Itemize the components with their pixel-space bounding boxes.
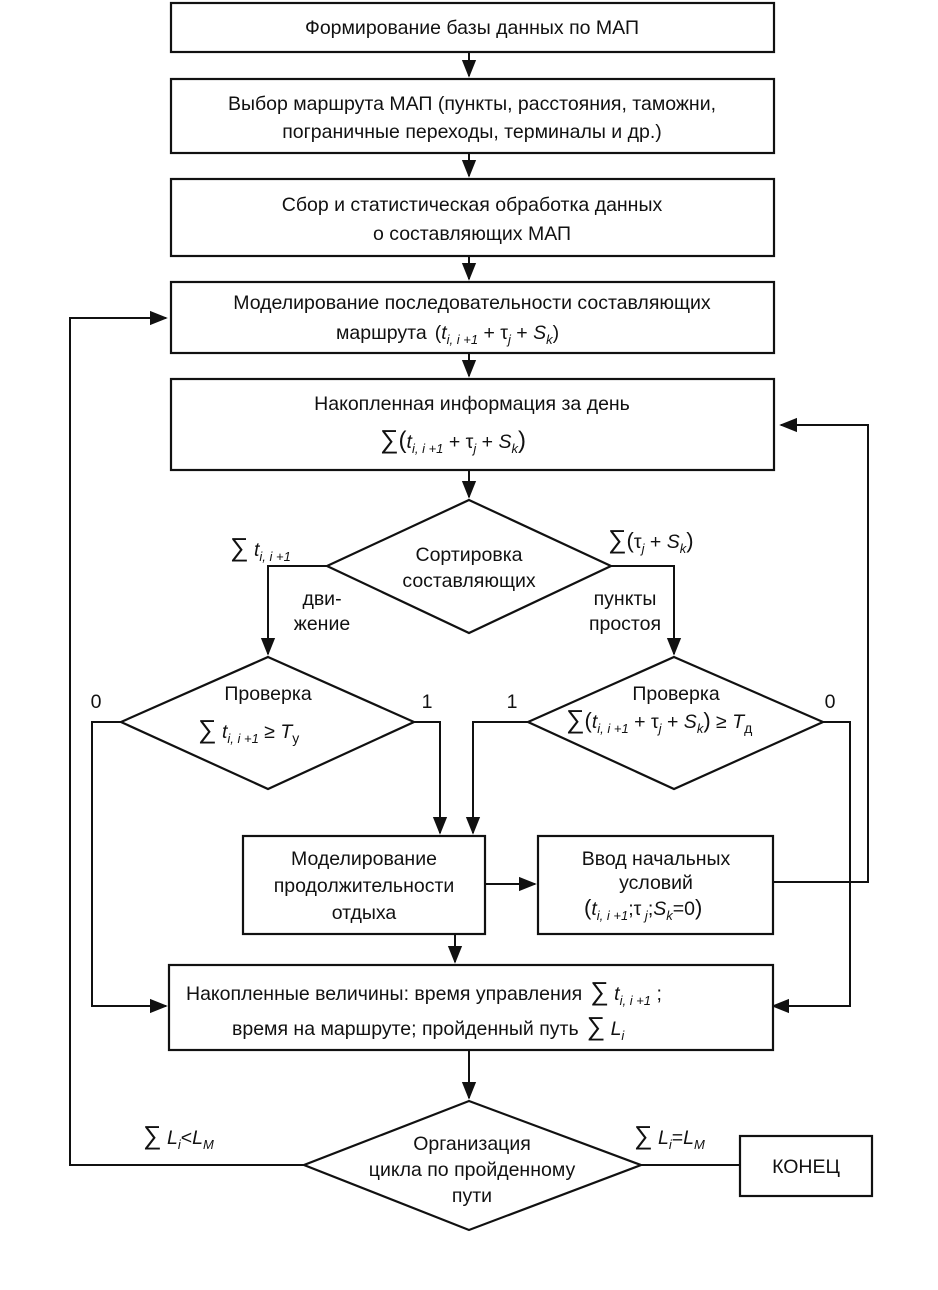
edge-sort-to-check-right [611,565,682,656]
label-left-no: 0 [91,691,102,713]
edge-sort-to-check-left [260,565,327,656]
node-db-formation: Формирование базы данных по МАП [169,1,776,54]
node-data-collect-line2: о составляющих МАП [373,223,571,245]
node-init-input: Ввод начальных условий (ti, i +1;τ j;Sk=… [536,834,775,936]
node-check-right: Проверка ∑(ti, i +1 + τj + Sk) ≥ Tд [525,655,826,791]
node-rest-model-line2: продолжительности [274,875,455,897]
edge-loop-continue [69,310,304,1166]
node-loop-line3: пути [452,1185,492,1207]
node-check-left: Проверка ∑ ti, i +1 ≥ Tу [118,655,417,791]
connectors [69,52,869,1166]
label-loop-exit: ∑ Li=LM [634,1120,705,1152]
node-sort-line1: Сортировка [415,544,522,566]
node-day-info: Накопленная информация за день ∑(ti, i +… [169,377,776,472]
edge-check-right-no [771,721,851,1014]
label-idle-1: пункты [594,588,657,610]
node-check-right-line1: Проверка [632,683,719,705]
label-sort-left: ∑ ti, i +1 [230,532,291,564]
node-check-left-formula: ∑ ti, i +1 ≥ Tу [198,714,299,746]
node-loop: Организация цикла по пройденному пути [300,1099,645,1232]
edge-check-left-no [91,721,168,1014]
label-movement-2: жение [294,613,350,635]
label-loop-continue: ∑ Li<LM [143,1120,214,1152]
node-data-collect-line1: Сбор и статистическая обработка данных [282,194,663,216]
node-db-formation-text: Формирование базы данных по МАП [305,17,639,39]
node-check-left-line1: Проверка [224,683,311,705]
node-accumulated-line2-text: время на маршруте; пройденный путь [232,1018,579,1040]
node-seq-model-prefix: маршрута [336,322,427,344]
node-route-select-line1: Выбор маршрута МАП (пункты, расстояния, … [228,93,716,115]
node-sort: Сортировка составляющих [324,498,614,635]
node-data-collect: Сбор и статистическая обработка данных о… [169,177,776,258]
node-end: КОНЕЦ [738,1134,874,1198]
node-rest-model: Моделирование продолжительности отдыха [241,834,487,936]
label-idle-2: простоя [589,613,661,635]
edge-check-left-yes [414,721,448,835]
node-seq-model-line1: Моделирование последовательности составл… [233,292,711,314]
node-accumulated-line1: Накопленные величины: время управления∑ … [186,976,662,1008]
node-sort-line2: составляющих [402,570,536,592]
node-rest-model-line1: Моделирование [291,848,437,870]
label-movement-1: дви- [302,588,341,610]
label-right-yes: 1 [507,691,518,713]
node-accumulated: Накопленные величины: время управления∑ … [167,963,775,1052]
node-end-label: КОНЕЦ [772,1156,840,1178]
label-left-yes: 1 [422,691,433,713]
node-seq-model: Моделирование последовательности составл… [169,280,776,355]
node-loop-line1: Организация [413,1133,531,1155]
node-accumulated-line1-text: Накопленные величины: время управления [186,983,582,1005]
label-sort-right: ∑(τj + Sk) [608,524,694,556]
node-init-input-line1: Ввод начальных [582,848,731,870]
node-loop-line2: цикла по пройденному [369,1159,576,1181]
node-accumulated-line2: время на маршруте; пройденный путь∑ Li [232,1011,625,1043]
node-seq-model-line2: маршрута(ti, i +1 + τj + Sk) [336,322,559,347]
node-init-input-line2: условий [619,872,693,894]
edge-check-right-yes [465,721,528,835]
node-rest-model-line3: отдыха [332,902,397,924]
node-route-select: Выбор маршрута МАП (пункты, расстояния, … [169,77,776,155]
node-day-info-line1: Накопленная информация за день [314,393,630,415]
label-right-no: 0 [825,691,836,713]
edge-init-to-day [773,417,869,883]
node-day-info-formula: ∑(ti, i +1 + τj + Sk) [380,424,526,456]
node-route-select-line2: пограничные переходы, терминалы и др.) [282,121,662,143]
node-check-right-formula: ∑(ti, i +1 + τj + Sk) ≥ Tд [566,704,752,736]
node-init-input-formula: (ti, i +1;τ j;Sk=0) [584,895,702,923]
